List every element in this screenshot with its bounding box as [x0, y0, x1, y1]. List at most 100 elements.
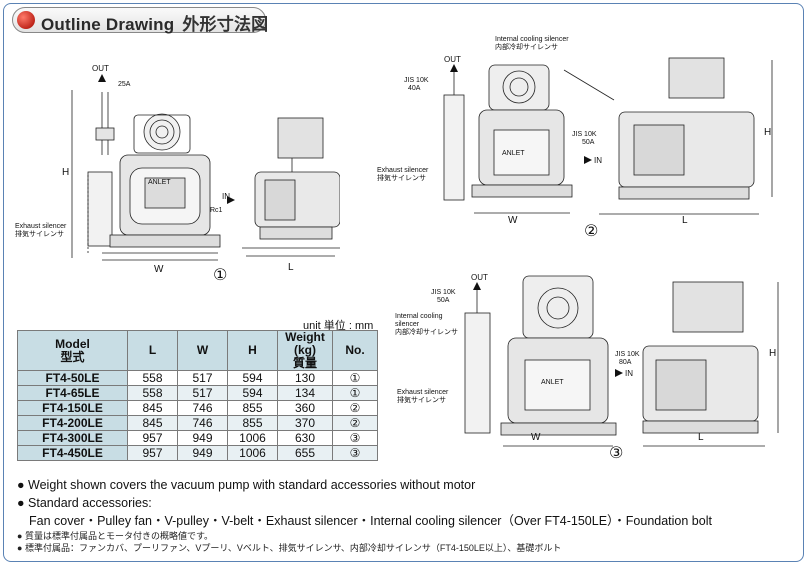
table-header-cell: L [127, 330, 178, 371]
title-bar: Outline Drawing 外形寸法図 [12, 7, 268, 35]
d2-size-top: 40A [408, 85, 421, 92]
value-cell: ③ [332, 430, 378, 446]
value-cell: 630 [277, 430, 333, 446]
model-cell: FT4-450LE [17, 445, 128, 461]
value-cell: 134 [277, 385, 333, 401]
value-cell: 1006 [227, 445, 278, 461]
d2-in-label: IN [594, 156, 602, 165]
model-cell: FT4-50LE [17, 370, 128, 386]
value-cell: 949 [177, 445, 228, 461]
header-label-jp: 質量 [292, 356, 317, 370]
d2-silencer-jp: 排気サイレンサ [377, 173, 426, 182]
d2-size-side: 50A [582, 139, 595, 146]
d2-out-label: OUT [444, 55, 461, 64]
value-cell: 855 [227, 415, 278, 431]
table-header-cell: W [177, 330, 228, 371]
d1-w-dim: W [154, 264, 164, 275]
table-header-cell: Weight (kg)質量 [277, 330, 333, 371]
d2-jis-top: JIS 10K [404, 77, 429, 84]
note-weight-text: Weight shown covers the vacuum pump with… [28, 478, 476, 492]
header-label: Model [55, 336, 90, 351]
page-frame [3, 3, 804, 562]
note-jp-weight: ● 質量は標準付属品とモータ付きの概略値です。 [17, 531, 214, 541]
d2-number: ② [584, 221, 598, 240]
note-jp-std: ● 標準付属品：ファンカバ、プーリファン、Vプーリ、Vベルト、排気サイレンサ、内… [17, 543, 562, 553]
d3-jis-top: JIS 10K [431, 289, 456, 296]
notes: ● Weight shown covers the vacuum pump wi… [17, 476, 797, 554]
value-cell: 957 [127, 430, 178, 446]
outline-drawing-1: OUT 25A H IN Rc1 ANLET Exhaust silencer … [15, 64, 340, 284]
title-en: Outline Drawing [41, 15, 175, 34]
d1-inlet-plate: ANLET [148, 179, 171, 186]
d3-cooling-en-1: Internal cooling [395, 313, 443, 320]
model-cell: FT4-65LE [17, 385, 128, 401]
header-label: Weight (kg) [285, 330, 325, 357]
d2-silencer-en: Exhaust silencer [377, 167, 429, 174]
model-cell: FT4-200LE [17, 415, 128, 431]
d2-h-dim: H [764, 127, 771, 138]
value-cell: 746 [177, 400, 228, 416]
value-cell: ② [332, 415, 378, 431]
value-cell: 845 [127, 400, 178, 416]
value-cell: ① [332, 370, 378, 386]
value-cell: 949 [177, 430, 228, 446]
d1-out-label: OUT [92, 64, 109, 73]
d1-l-dim: L [288, 262, 294, 273]
value-cell: ③ [332, 445, 378, 461]
note-jp-weight-text: 質量は標準付属品とモータ付きの概略値です。 [24, 531, 214, 541]
note-jp-std-text: 標準付属品：ファンカバ、プーリファン、Vプーリ、Vベルト、排気サイレンサ、内部冷… [24, 543, 562, 553]
header-label: No. [345, 343, 365, 357]
value-cell: 558 [127, 385, 178, 401]
d1-silencer-en: Exhaust silencer [15, 223, 67, 230]
header-label: W [196, 343, 209, 357]
d3-inlet-plate: ANLET [541, 379, 564, 386]
d2-cooling-jp: 内部冷却サイレンサ [495, 42, 558, 51]
note-std-title: ● Standard accessories: [17, 496, 152, 510]
value-cell: 360 [277, 400, 333, 416]
d2-cooling-en: Internal cooling silencer [495, 36, 569, 43]
d3-silencer-jp: 排気サイレンサ [397, 395, 446, 404]
outline-drawing-2: OUT JIS 10K 40A JIS 10K 50A Internal coo… [377, 36, 773, 240]
d2-l-dim: L [682, 215, 688, 226]
value-cell: 370 [277, 415, 333, 431]
outline-drawing-3: OUT JIS 10K 50A JIS 10K 80A Internal coo… [395, 273, 779, 462]
value-cell: 855 [227, 400, 278, 416]
note-std-list: Fan cover・Pulley fan・V-pulley・V-belt・Exh… [29, 514, 712, 528]
value-cell: 594 [227, 385, 278, 401]
d3-size-top: 50A [437, 297, 450, 304]
d3-size-side: 80A [619, 359, 632, 366]
header-label: H [248, 343, 257, 357]
d2-jis-side: JIS 10K [572, 131, 597, 138]
value-cell: 130 [277, 370, 333, 386]
d3-silencer-en: Exhaust silencer [397, 389, 449, 396]
value-cell: ② [332, 400, 378, 416]
page-title: Outline Drawing 外形寸法図 [41, 10, 268, 35]
title-jp: 外形寸法図 [182, 15, 269, 34]
header-label: L [148, 343, 157, 357]
table-header-cell: No. [332, 330, 378, 371]
d1-pipe-size: 25A [118, 81, 131, 88]
d3-out-label: OUT [471, 273, 488, 282]
d3-h-dim: H [769, 348, 776, 359]
title-bullet-icon [17, 11, 35, 29]
value-cell: 594 [227, 370, 278, 386]
value-cell: 957 [127, 445, 178, 461]
model-cell: FT4-150LE [17, 400, 128, 416]
note-std-title-text: Standard accessories: [28, 496, 152, 510]
model-cell: FT4-300LE [17, 430, 128, 446]
d1-h-dim: H [62, 167, 69, 178]
d1-silencer-jp: 排気サイレンサ [15, 229, 64, 238]
value-cell: 1006 [227, 430, 278, 446]
d1-rc-label: Rc1 [210, 207, 223, 214]
d2-w-dim: W [508, 215, 518, 226]
